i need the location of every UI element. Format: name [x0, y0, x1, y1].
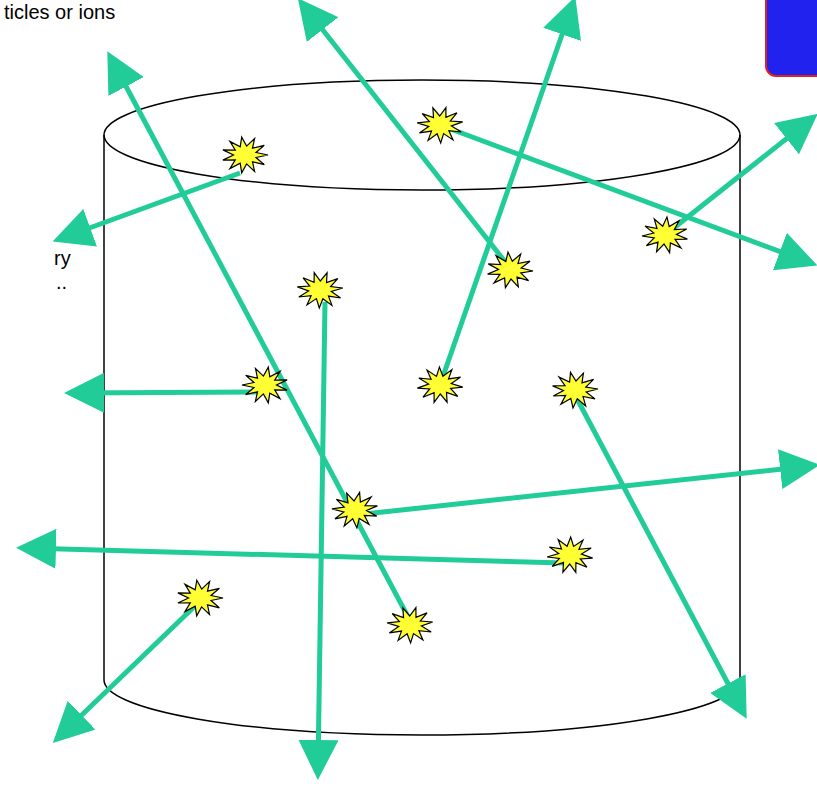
particle-tracks — [26, 6, 810, 770]
cylinder — [104, 80, 740, 735]
note-text: ticles or ions — [2, 0, 117, 24]
note-text: .. — [54, 270, 69, 294]
burst-symbol — [242, 367, 287, 403]
note-text: ry — [52, 246, 73, 270]
burst-symbol — [417, 108, 463, 143]
burst-symbol — [178, 580, 223, 616]
burst-symbol — [387, 608, 433, 643]
burst-symbol — [547, 537, 593, 572]
burst-symbol — [642, 217, 687, 253]
burst-symbol — [417, 367, 463, 402]
burst-symbol — [297, 273, 343, 308]
burst-symbol — [553, 372, 598, 408]
blue-box — [766, 0, 817, 76]
burst-symbol — [488, 252, 533, 288]
burst-symbol — [332, 492, 377, 528]
ionization-bursts — [178, 108, 688, 643]
burst-symbol — [223, 137, 268, 173]
